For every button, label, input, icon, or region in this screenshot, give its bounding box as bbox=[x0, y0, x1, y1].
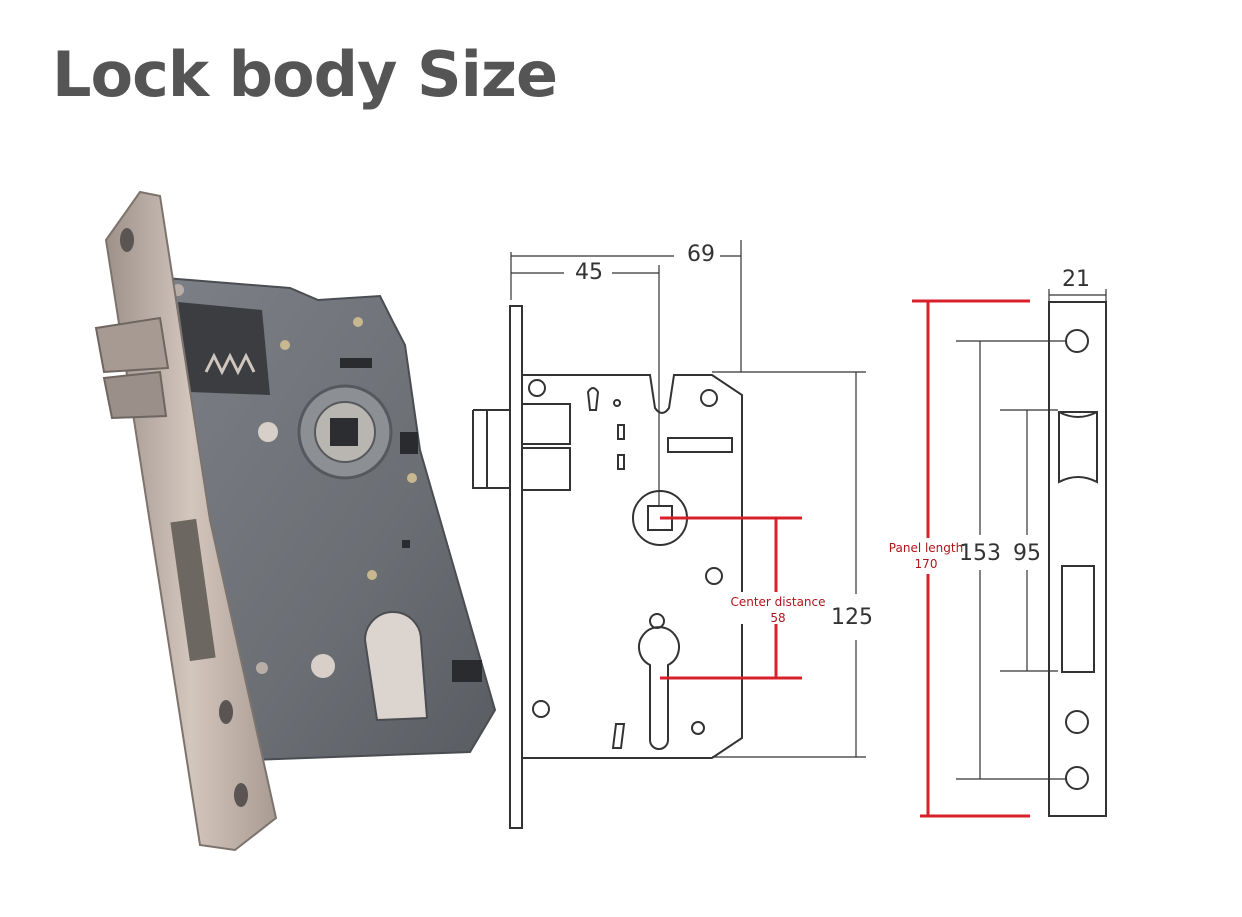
page-title: Lock body Size bbox=[52, 38, 558, 111]
center-distance-value: 58 bbox=[770, 611, 785, 625]
spindle-hole bbox=[330, 418, 358, 446]
front-cylinder bbox=[638, 626, 680, 750]
latch-window bbox=[178, 302, 270, 395]
front-view bbox=[472, 240, 866, 829]
dim-125: 125 bbox=[831, 605, 873, 630]
dim-21: 21 bbox=[1062, 267, 1090, 292]
front-case-outline bbox=[522, 374, 743, 759]
front-faceplate bbox=[509, 305, 523, 829]
lock-photo bbox=[94, 190, 497, 852]
side-faceplate bbox=[1048, 301, 1107, 817]
side-latch-slot bbox=[1058, 411, 1098, 484]
spring-icon bbox=[204, 352, 256, 376]
cylinder-cutout bbox=[363, 611, 429, 722]
dim-95: 95 bbox=[1013, 541, 1041, 566]
side-view bbox=[956, 289, 1107, 817]
dim-45: 45 bbox=[575, 260, 603, 285]
latch-bolt bbox=[94, 316, 170, 374]
center-distance-label: Center distance bbox=[730, 595, 825, 609]
side-bolt-slot bbox=[1061, 565, 1095, 673]
panel-length-marker bbox=[912, 299, 1030, 818]
panel-length-label: Panel length bbox=[889, 541, 963, 555]
panel-length-value: 170 bbox=[915, 557, 938, 571]
dim-69: 69 bbox=[687, 242, 715, 267]
dim-153: 153 bbox=[959, 541, 1001, 566]
